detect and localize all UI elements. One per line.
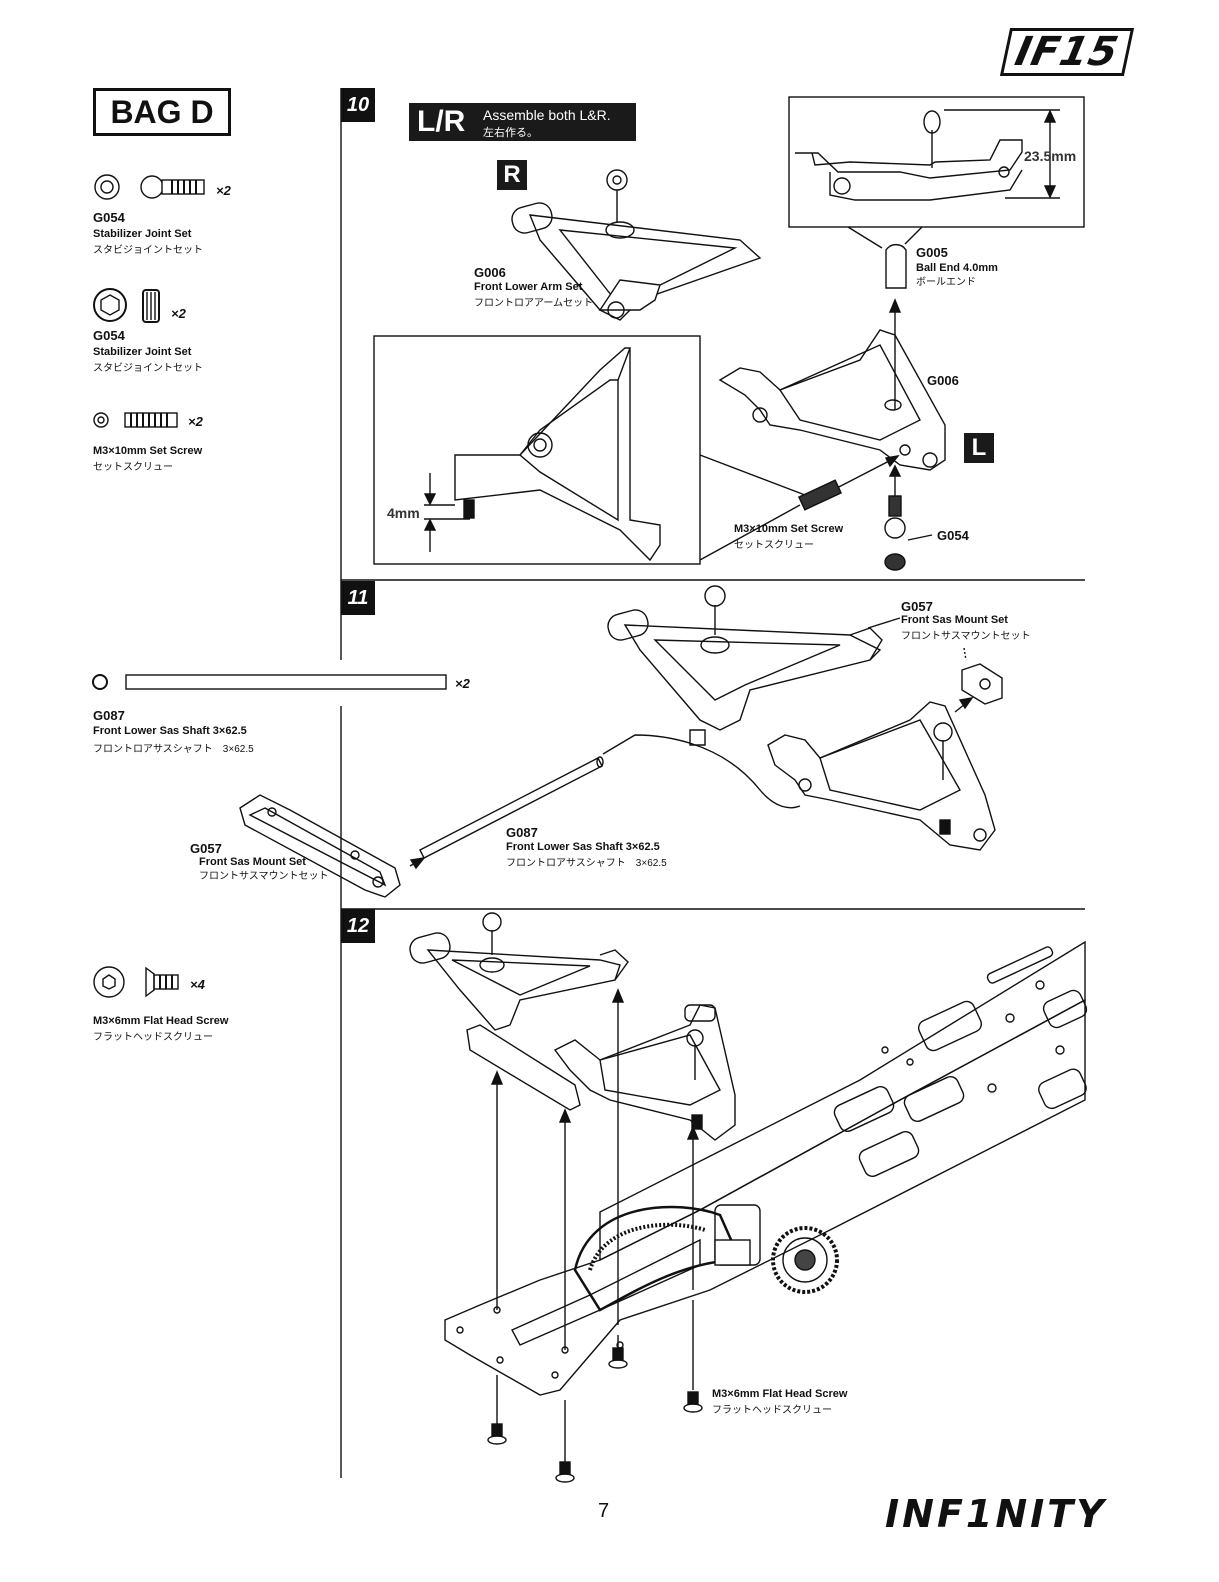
label-jp: ボールエンド (916, 277, 976, 288)
brand-logo-top: IF15 (999, 28, 1134, 76)
flat-head-screw-icon (93, 966, 179, 998)
arm-assembly-12-drawing (409, 912, 736, 1141)
part-name-en: Stabilizer Joint Set (93, 346, 192, 358)
sas-shaft-icon (92, 674, 447, 690)
arm-r-drawing (511, 169, 762, 321)
label-jp: フロントロアアームセット (474, 298, 594, 309)
label-code: G054 (937, 528, 969, 543)
label-en: Front Sas Mount Set (199, 856, 306, 868)
sas-mount-long-drawing (239, 794, 401, 898)
part-name-en: Front Lower Sas Shaft 3×62.5 (93, 725, 247, 737)
label-jp: セットスクリュー (734, 540, 814, 551)
detail-box-4mm (373, 335, 806, 565)
step-number: 10 (341, 88, 375, 122)
label-code: G057 (901, 599, 933, 614)
detail-box-23mm (788, 96, 1085, 249)
chassis-drawing (444, 940, 1088, 1396)
label-jp: フロントロアサスシャフト 3×62.5 (506, 858, 667, 869)
part-name-jp: スタビジョイントセット (93, 245, 203, 256)
part-name-jp: フラットヘッドスクリュー (93, 1032, 213, 1043)
dimension-4mm: 4mm (387, 505, 420, 521)
lr-badge: L/R Assemble both L&R. 左右作る。 (409, 103, 636, 141)
set-screw-icon (93, 412, 178, 428)
brand-logo-bottom: INF1NITY (885, 1492, 1107, 1536)
part-qty: ×2 (216, 183, 231, 198)
label-en: Front Lower Sas Shaft 3×62.5 (506, 841, 660, 853)
label-en: M3×10mm Set Screw (734, 523, 844, 535)
label-code: G057 (190, 841, 222, 856)
label-en: M3×6mm Flat Head Screw (712, 1388, 848, 1400)
part-qty: ×2 (188, 414, 203, 429)
part-qty: ×2 (171, 306, 186, 321)
part-code: G054 (93, 210, 125, 225)
stabilizer-nut-icon (93, 288, 160, 323)
label-code: G005 (916, 245, 948, 260)
label-en: Ball End 4.0mm (916, 262, 998, 274)
part-qty: ×4 (190, 977, 205, 992)
part-name-en: M3×6mm Flat Head Screw (93, 1015, 229, 1027)
step-number: 12 (341, 909, 375, 943)
label-jp: フロントサスマウントセット (199, 871, 329, 882)
part-code: G087 (93, 708, 125, 723)
step-number: 11 (341, 581, 375, 615)
ball-end-drawing (885, 244, 907, 289)
lr-text-en: Assemble both L&R. (483, 107, 611, 123)
dimension-23-5mm: 23.5mm (1024, 148, 1077, 164)
label-en: Front Lower Arm Set (474, 281, 583, 293)
label-jp: フラットヘッドスクリュー (712, 1405, 832, 1416)
arm-l-drawing (718, 298, 946, 571)
tag-right: R (497, 160, 527, 190)
tag-left: L (964, 433, 994, 463)
part-name-en: M3×10mm Set Screw (93, 445, 203, 457)
bag-title: BAG D (93, 88, 231, 136)
label-code: G087 (506, 825, 538, 840)
arm-front-drawing (607, 585, 901, 746)
part-name-jp: スタビジョイントセット (93, 363, 203, 374)
label-code: G006 (927, 373, 959, 388)
sas-shaft-drawing (409, 734, 801, 870)
arm-rear-drawing (767, 701, 996, 851)
screw-arrows-12 (487, 988, 703, 1483)
label-en: Front Sas Mount Set (901, 614, 1008, 626)
part-name-jp: セットスクリュー (93, 462, 173, 473)
label-code: G006 (474, 265, 506, 280)
part-name-jp: フロントロアサスシャフト 3×62.5 (93, 744, 254, 755)
label-jp: フロントサスマウントセット (901, 631, 1031, 642)
lr-text-jp: 左右作る。 (483, 127, 538, 139)
page-number: 7 (598, 1500, 610, 1522)
part-code: G054 (93, 328, 125, 343)
part-name-en: Stabilizer Joint Set (93, 228, 192, 240)
part-qty: ×2 (455, 676, 470, 691)
lr-badge-label: L/R (417, 105, 466, 138)
sas-mount-small-drawing (954, 647, 1003, 713)
stabilizer-joint-icon (94, 174, 205, 200)
